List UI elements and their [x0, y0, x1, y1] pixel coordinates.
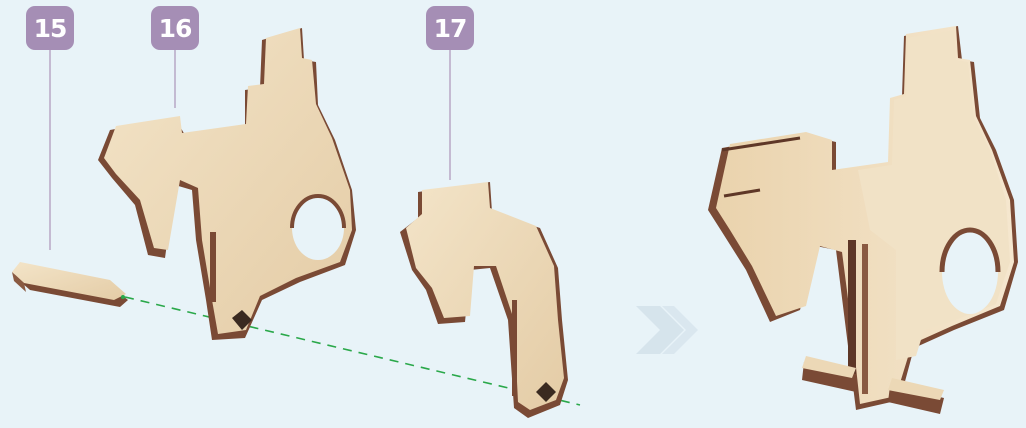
part-16-bracket [98, 28, 356, 340]
part-number-badge-16: 16 [151, 6, 199, 50]
part-number-badge-17: 17 [426, 6, 474, 50]
part-number-badge-15: 15 [26, 6, 74, 50]
assembled-result [708, 26, 1018, 414]
double-chevron-right-icon [636, 306, 698, 354]
part-15-peg [12, 262, 128, 307]
